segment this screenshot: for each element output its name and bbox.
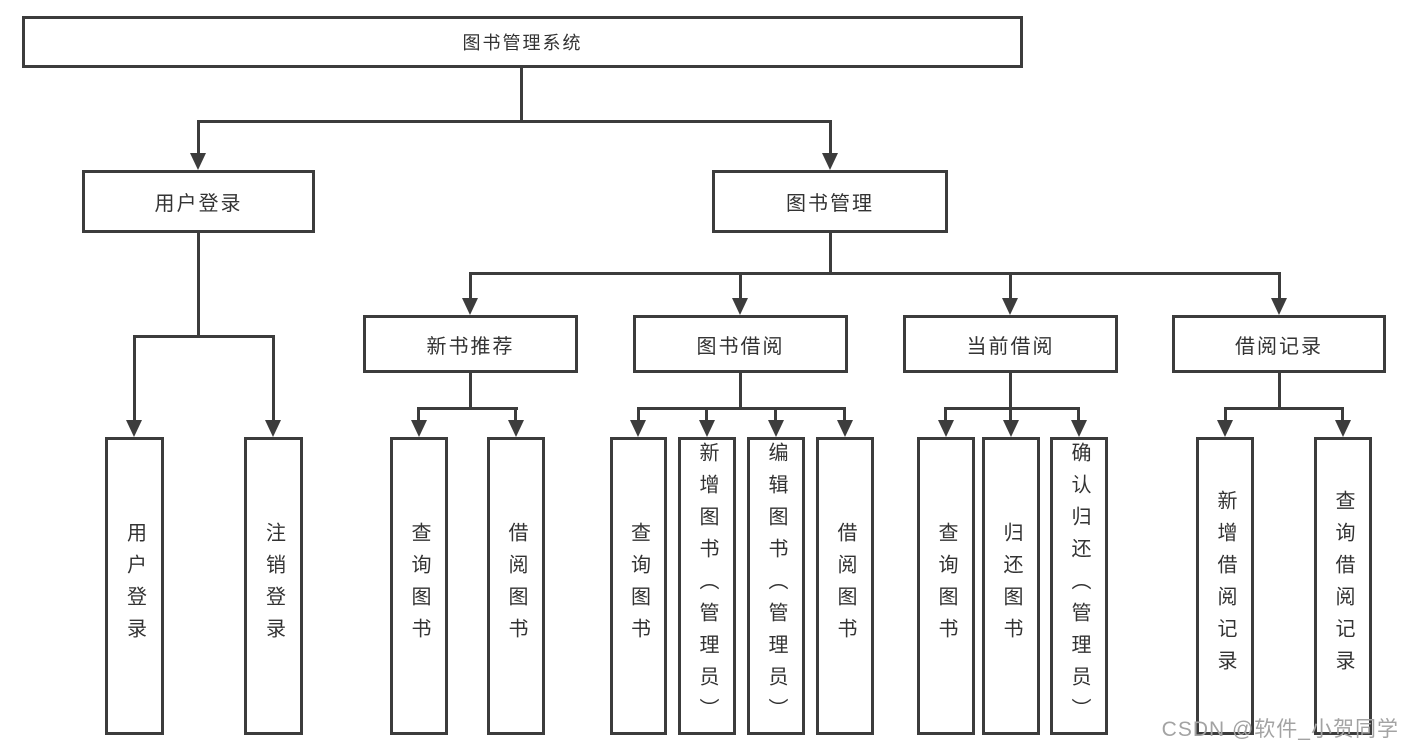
- node-label: 用户登录: [123, 522, 146, 650]
- connector-line: [418, 407, 518, 410]
- connector-line: [1278, 272, 1281, 300]
- connector-line: [637, 407, 640, 423]
- leaf-borrowing-query-book: 查询图书: [610, 437, 667, 735]
- connector-line: [829, 120, 832, 156]
- arrow-down-icon: [1071, 420, 1087, 437]
- node-label: 查询图书: [935, 522, 957, 650]
- arrow-down-icon: [411, 420, 427, 437]
- connector-line: [1224, 407, 1227, 423]
- connector-line: [1009, 272, 1012, 300]
- connector-line: [1077, 407, 1080, 423]
- leaf-logout: 注销登录: [244, 437, 303, 735]
- arrow-down-icon: [1335, 420, 1351, 437]
- arrow-down-icon: [1002, 298, 1018, 315]
- connector-line: [417, 407, 420, 423]
- connector-line: [520, 67, 523, 123]
- node-label: 当前借阅: [966, 335, 1055, 358]
- node-user-login: 用户登录: [82, 170, 315, 233]
- node-new-book-recommend: 新书推荐: [363, 315, 578, 373]
- leaf-records-query-record: 查询借阅记录: [1314, 437, 1372, 735]
- connector-line: [133, 335, 275, 338]
- leaf-borrowing-add-book-admin: 新增图书（管理员）: [678, 437, 736, 735]
- node-book-borrowing: 图书借阅: [633, 315, 848, 373]
- leaf-borrowing-borrow-book: 借阅图书: [816, 437, 874, 735]
- arrow-down-icon: [630, 420, 646, 437]
- arrow-down-icon: [1217, 420, 1233, 437]
- connector-line: [944, 407, 1080, 410]
- node-label: 图书管理系统: [462, 33, 583, 53]
- node-label: 新书推荐: [426, 335, 515, 358]
- arrow-down-icon: [822, 153, 838, 170]
- connector-line: [197, 120, 832, 123]
- leaf-current-query-book: 查询图书: [917, 437, 975, 735]
- leaf-current-confirm-return-admin: 确认归还（管理员）: [1050, 437, 1108, 735]
- connector-line: [1009, 373, 1012, 409]
- node-label: 图书管理: [786, 193, 874, 215]
- arrow-down-icon: [938, 420, 954, 437]
- connector-line: [1224, 407, 1344, 410]
- node-label: 用户登录: [154, 193, 243, 215]
- arrow-down-icon: [768, 420, 784, 437]
- connector-line: [637, 407, 846, 410]
- connector-line: [843, 407, 846, 423]
- node-label: 确认归还（管理员）: [1068, 442, 1090, 730]
- csdn-watermark: CSDN @软件_小贺同学: [1161, 718, 1399, 741]
- node-label: 图书借阅: [696, 335, 785, 358]
- connector-line: [829, 233, 832, 274]
- node-label: 借阅图书: [834, 522, 856, 650]
- arrow-down-icon: [732, 298, 748, 315]
- connector-line: [197, 120, 200, 156]
- connector-line: [272, 335, 275, 422]
- node-label: 查询图书: [627, 522, 650, 650]
- arrow-down-icon: [508, 420, 524, 437]
- node-label: 编辑图书（管理员）: [765, 442, 787, 730]
- node-borrow-records: 借阅记录: [1172, 315, 1386, 373]
- arrow-down-icon: [699, 420, 715, 437]
- arrow-down-icon: [462, 298, 478, 315]
- node-label: 查询图书: [408, 522, 430, 650]
- connector-line: [705, 407, 708, 423]
- node-label: 借阅图书: [505, 522, 527, 650]
- connector-line: [739, 373, 742, 409]
- leaf-records-add-record: 新增借阅记录: [1196, 437, 1254, 735]
- leaf-current-return-book: 归还图书: [982, 437, 1040, 735]
- connector-line: [1278, 373, 1281, 409]
- connector-line: [469, 272, 1280, 275]
- node-label: 归还图书: [1000, 522, 1022, 650]
- connector-line: [739, 272, 742, 300]
- node-label: 查询借阅记录: [1332, 490, 1354, 682]
- connector-line: [1341, 407, 1344, 423]
- arrow-down-icon: [126, 420, 142, 437]
- connector-line: [514, 407, 517, 423]
- leaf-user-login: 用户登录: [105, 437, 164, 735]
- node-book-management: 图书管理: [712, 170, 948, 233]
- leaf-newrec-query-book: 查询图书: [390, 437, 448, 735]
- node-book-management-system: 图书管理系统: [22, 16, 1023, 68]
- arrow-down-icon: [1003, 420, 1019, 437]
- node-label: 借阅记录: [1235, 335, 1323, 358]
- leaf-newrec-borrow-book: 借阅图书: [487, 437, 545, 735]
- node-current-borrowing: 当前借阅: [903, 315, 1118, 373]
- node-label: 新增借阅记录: [1214, 490, 1236, 682]
- node-label: 注销登录: [262, 522, 285, 650]
- arrow-down-icon: [190, 153, 206, 170]
- arrow-down-icon: [265, 420, 281, 437]
- connector-line: [469, 373, 472, 409]
- arrow-down-icon: [1271, 298, 1287, 315]
- connector-line: [197, 233, 200, 337]
- connector-line: [774, 407, 777, 423]
- connector-line: [1009, 407, 1012, 423]
- leaf-borrowing-edit-book-admin: 编辑图书（管理员）: [747, 437, 805, 735]
- connector-line: [469, 272, 472, 300]
- connector-line: [944, 407, 947, 423]
- node-label: 新增图书（管理员）: [696, 442, 718, 730]
- arrow-down-icon: [837, 420, 853, 437]
- connector-line: [133, 335, 136, 422]
